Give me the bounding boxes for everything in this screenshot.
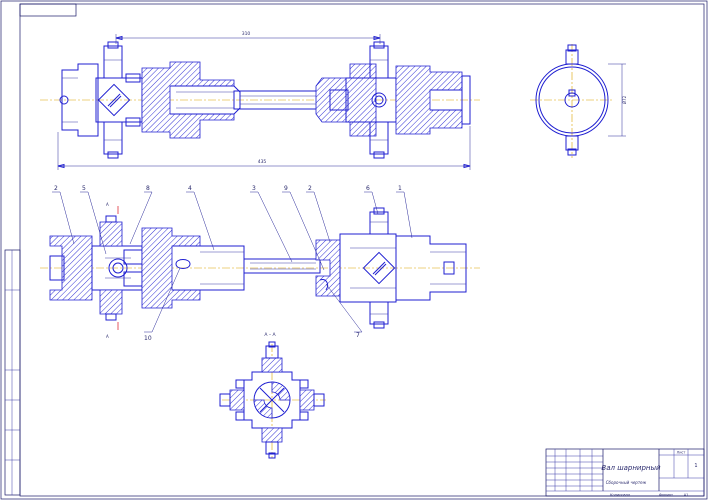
part-number-10: 10 [144,335,152,342]
part-number-4: 4 [188,185,192,192]
part-number-7: 7 [356,332,360,339]
section-a-a: А – А [219,332,326,459]
format-value: А1 [684,493,689,497]
sheet-label: Лист [677,451,686,455]
section-label: А – А [264,332,276,338]
dimension-overall-length: 435 [258,159,267,165]
part-number-3: 3 [252,185,256,192]
cut-letter-top: А [106,202,109,207]
sheet-number: 1 [694,463,697,469]
format-label: Формат [659,493,673,497]
drawing-subtitle: Сборочный чертеж [606,480,647,485]
part-number-8: 8 [146,185,150,192]
copied-label: Копировал [610,493,631,497]
part-number-2-left: 2 [54,185,58,192]
cut-letter-bottom: А [106,334,109,339]
end-view: Ø72 [530,44,627,158]
part-number-6: 6 [366,185,370,192]
part-number-5: 5 [82,185,86,192]
title-block: Вал шарнирный Сборочный чертеж Лист 1 Ко… [545,448,705,497]
part-number-9: 9 [284,185,288,192]
dimension-top-length: 310 [242,31,251,37]
section-view: А А [40,202,480,339]
dimension-end-diameter: Ø72 [622,95,627,104]
part-callouts: 2 5 8 4 3 9 2 6 1 7 10 [52,185,413,342]
top-view: 310 435 [40,31,480,170]
part-number-1: 1 [398,185,402,192]
drawing-title: Вал шарнирный [601,464,661,472]
part-number-2-right: 2 [308,185,312,192]
